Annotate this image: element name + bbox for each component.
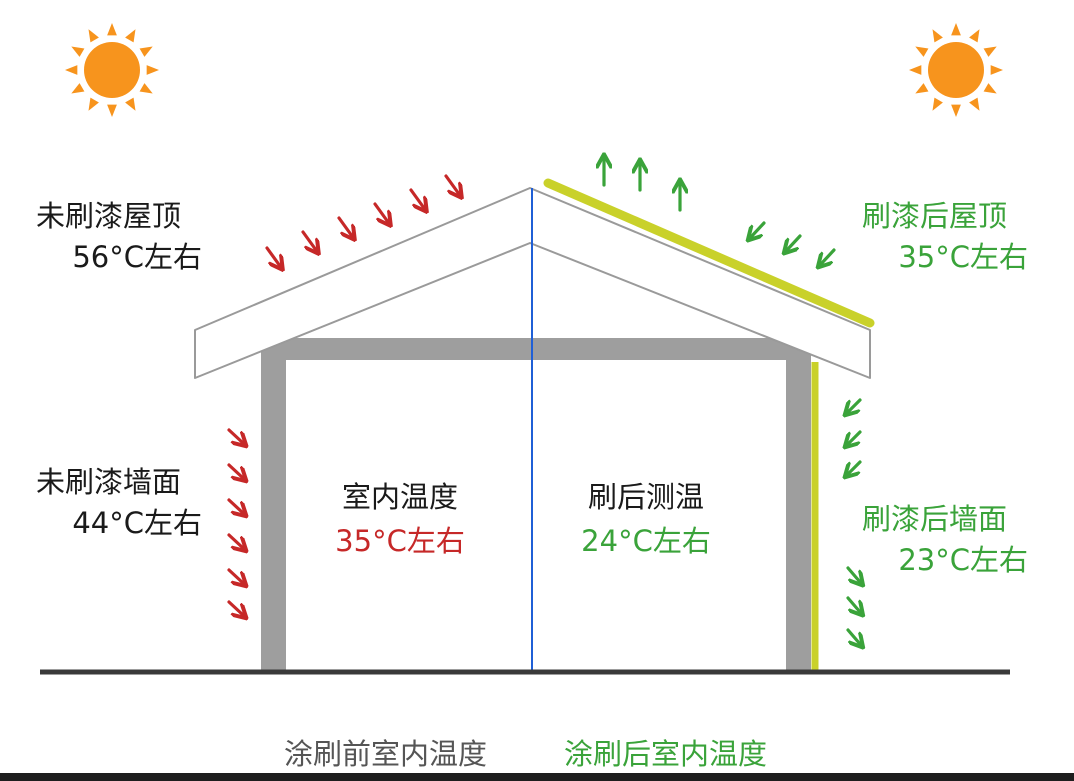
arrow-down-right-icon <box>265 246 280 266</box>
left-wall-label: 未刷漆墙面 <box>36 465 182 499</box>
indoor-after-label: 刷后测温 <box>587 480 704 514</box>
sun-icon-left <box>65 23 159 117</box>
indoor-before-label: 室内温度 <box>341 480 458 514</box>
sun-icon-right <box>909 23 1003 117</box>
caption-after: 涂刷后室内温度 <box>564 737 768 771</box>
indoor-before-temp: 35°C左右 <box>335 524 465 558</box>
arrow-down-right-icon <box>227 600 243 615</box>
arrow-down-right-icon <box>444 174 459 194</box>
left-roof-temp: 56°C左右 <box>72 240 202 274</box>
arrow-down-right-icon <box>227 568 243 583</box>
arrow-down-left-icon <box>751 221 766 237</box>
arrow-down-right-icon <box>227 498 243 513</box>
bottom-bar <box>0 773 1074 781</box>
coating-layer <box>543 178 875 672</box>
arrow-down-left-icon <box>848 398 862 412</box>
arrow-down-right-icon <box>301 230 316 250</box>
right-wall-label: 刷漆后墙面 <box>862 502 1008 536</box>
right-roof-label: 刷漆后屋顶 <box>862 199 1008 233</box>
right-wall-temp: 23°C左右 <box>898 543 1028 577</box>
arrow-down-right-icon <box>409 188 424 208</box>
arrow-down-right-icon <box>373 202 388 222</box>
left-wall-temp: 44°C左右 <box>72 506 202 540</box>
arrow-down-left-icon <box>821 248 836 264</box>
arrow-down-right-icon <box>846 628 860 644</box>
arrow-down-right-icon <box>227 533 243 548</box>
house-frame <box>261 338 811 672</box>
left-roof-label: 未刷漆屋顶 <box>36 199 182 233</box>
right-roof-temp: 35°C左右 <box>898 240 1028 274</box>
heat-arrows-right-roof <box>751 221 836 264</box>
arrow-down-right-icon <box>846 596 860 612</box>
arrow-down-left-icon <box>787 234 802 250</box>
heat-arrows-left-wall <box>227 428 243 615</box>
heat-arrows-right-wall-bottom <box>846 566 860 644</box>
arrow-down-right-icon <box>846 566 860 582</box>
reflected-arrows-right-roof <box>604 159 680 212</box>
arrow-down-right-icon <box>227 463 243 478</box>
arrow-down-left-icon <box>848 430 862 444</box>
arrow-down-left-icon <box>848 460 862 474</box>
heat-arrows-left-roof <box>265 174 459 266</box>
arrow-down-right-icon <box>227 428 243 443</box>
caption-before: 涂刷前室内温度 <box>284 737 488 771</box>
indoor-after-temp: 24°C左右 <box>581 524 711 558</box>
arrow-down-right-icon <box>337 216 352 236</box>
heat-arrows-right-wall-top <box>848 398 862 474</box>
